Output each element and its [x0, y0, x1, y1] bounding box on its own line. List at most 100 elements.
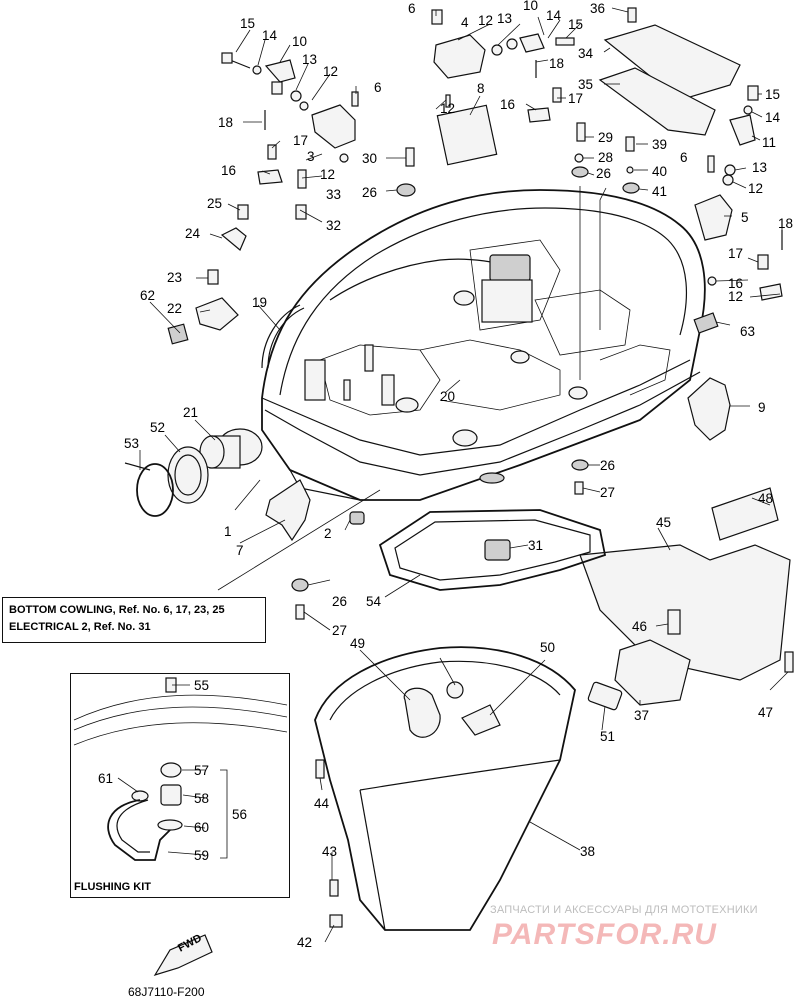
grommet-assembly-part [124, 428, 263, 517]
callout-23: 23 [167, 270, 182, 285]
callout-17c: 17 [728, 246, 743, 261]
flushing-kit-drawing [73, 677, 288, 861]
callout-16b: 16 [500, 97, 515, 112]
callout-14b: 14 [546, 8, 562, 23]
callout-6c: 6 [680, 150, 688, 165]
callout-18c: 18 [778, 216, 793, 231]
callout-17a: 17 [293, 133, 308, 148]
callout-18b: 18 [549, 56, 564, 71]
callout-21: 21 [183, 405, 198, 420]
watermark-brand-logo[interactable]: PARTSFOR.RU [492, 918, 717, 951]
callout-12d: 12 [440, 101, 455, 116]
callout-15c: 15 [765, 87, 780, 102]
callout-56: 56 [232, 807, 247, 822]
seal-strip-part [261, 304, 301, 369]
callout-7: 7 [236, 543, 244, 558]
callout-12f: 12 [728, 289, 743, 304]
callout-9: 9 [758, 400, 766, 415]
callout-29: 29 [598, 130, 613, 145]
callout-49: 49 [350, 636, 365, 651]
callout-58: 58 [194, 791, 209, 806]
callout-46: 46 [632, 619, 647, 634]
callout-6a: 6 [408, 1, 416, 16]
upper-small-parts [167, 7, 783, 345]
callout-57: 57 [194, 763, 209, 778]
callout-53: 53 [124, 436, 139, 451]
callout-18a: 18 [218, 115, 233, 130]
callout-27b: 27 [332, 623, 347, 638]
callout-37: 37 [634, 708, 649, 723]
apron-part [314, 646, 623, 931]
callout-13b: 13 [497, 11, 512, 26]
callout-13c: 13 [752, 160, 767, 175]
bracket-assembly-part [579, 377, 794, 706]
callout-25: 25 [207, 196, 222, 211]
callout-54: 54 [366, 594, 382, 609]
callout-2: 2 [324, 526, 332, 541]
callout-16a: 16 [221, 163, 236, 178]
callout-5: 5 [741, 210, 749, 225]
callout-35: 35 [578, 77, 593, 92]
callout-42: 42 [297, 935, 312, 950]
callout-63: 63 [740, 324, 755, 339]
reference-note-box: BOTTOM COWLING, Ref. No. 6, 17, 23, 25 E… [2, 597, 266, 643]
callout-26d: 26 [332, 594, 347, 609]
callout-33: 33 [326, 187, 341, 202]
callout-12b: 12 [323, 64, 338, 79]
callout-48: 48 [758, 491, 773, 506]
callout-47: 47 [758, 705, 773, 720]
callout-12e: 12 [748, 181, 763, 196]
callout-13a: 13 [302, 52, 317, 67]
callout-4: 4 [461, 15, 469, 30]
callout-12c: 12 [320, 167, 335, 182]
callout-52: 52 [150, 420, 165, 435]
callout-44: 44 [314, 796, 330, 811]
callout-61: 61 [98, 771, 113, 786]
callout-43: 43 [322, 844, 337, 859]
callout-51: 51 [600, 729, 615, 744]
callout-10a: 10 [292, 34, 307, 49]
callout-10b: 10 [523, 0, 538, 13]
callout-12a: 12 [478, 13, 493, 28]
gasket-part [378, 509, 607, 591]
callout-39: 39 [652, 137, 667, 152]
bottom-cowling-part [261, 189, 706, 501]
callout-59: 59 [194, 848, 209, 863]
callout-38: 38 [580, 844, 595, 859]
callout-24: 24 [185, 226, 201, 241]
callout-14c: 14 [765, 110, 781, 125]
callout-28: 28 [598, 150, 613, 165]
callout-26a: 26 [362, 185, 377, 200]
callout-19: 19 [252, 295, 267, 310]
callout-labels: 1 2 3 4 5 6 6 6 7 8 9 10 10 11 12 12 12 … [98, 0, 793, 950]
callout-45: 45 [656, 515, 671, 530]
flushing-kit-label: FLUSHING KIT [74, 881, 151, 893]
callout-22: 22 [167, 301, 182, 316]
bracket-part [265, 479, 311, 542]
callout-14a: 14 [262, 28, 278, 43]
callout-27a: 27 [600, 485, 615, 500]
callout-41: 41 [652, 184, 667, 199]
callout-60: 60 [194, 820, 209, 835]
callout-31a: 31 [528, 538, 543, 553]
callout-15b: 15 [568, 17, 583, 32]
watermark-tagline: ЗАПЧАСТИ И АКСЕССУАРЫ ДЛЯ МОТОТЕХНИКИ [490, 904, 758, 916]
callout-8: 8 [477, 81, 485, 96]
reference-note-line-2: ELECTRICAL 2, Ref. No. 31 [9, 621, 151, 633]
callout-30: 30 [362, 151, 377, 166]
fwd-arrow-icon [153, 934, 213, 977]
callout-34: 34 [578, 46, 594, 61]
callout-17b: 17 [568, 91, 583, 106]
callout-15a: 15 [240, 16, 255, 31]
callout-36: 36 [590, 1, 605, 16]
leader-lines [117, 7, 789, 943]
callout-50: 50 [540, 640, 555, 655]
callout-26c: 26 [600, 458, 615, 473]
callout-16c: 16 [728, 276, 743, 291]
flushing-kit-box [70, 673, 290, 898]
reference-note-line-1: BOTTOM COWLING, Ref. No. 6, 17, 23, 25 [9, 604, 225, 616]
callout-62: 62 [140, 288, 155, 303]
callout-32: 32 [326, 218, 341, 233]
